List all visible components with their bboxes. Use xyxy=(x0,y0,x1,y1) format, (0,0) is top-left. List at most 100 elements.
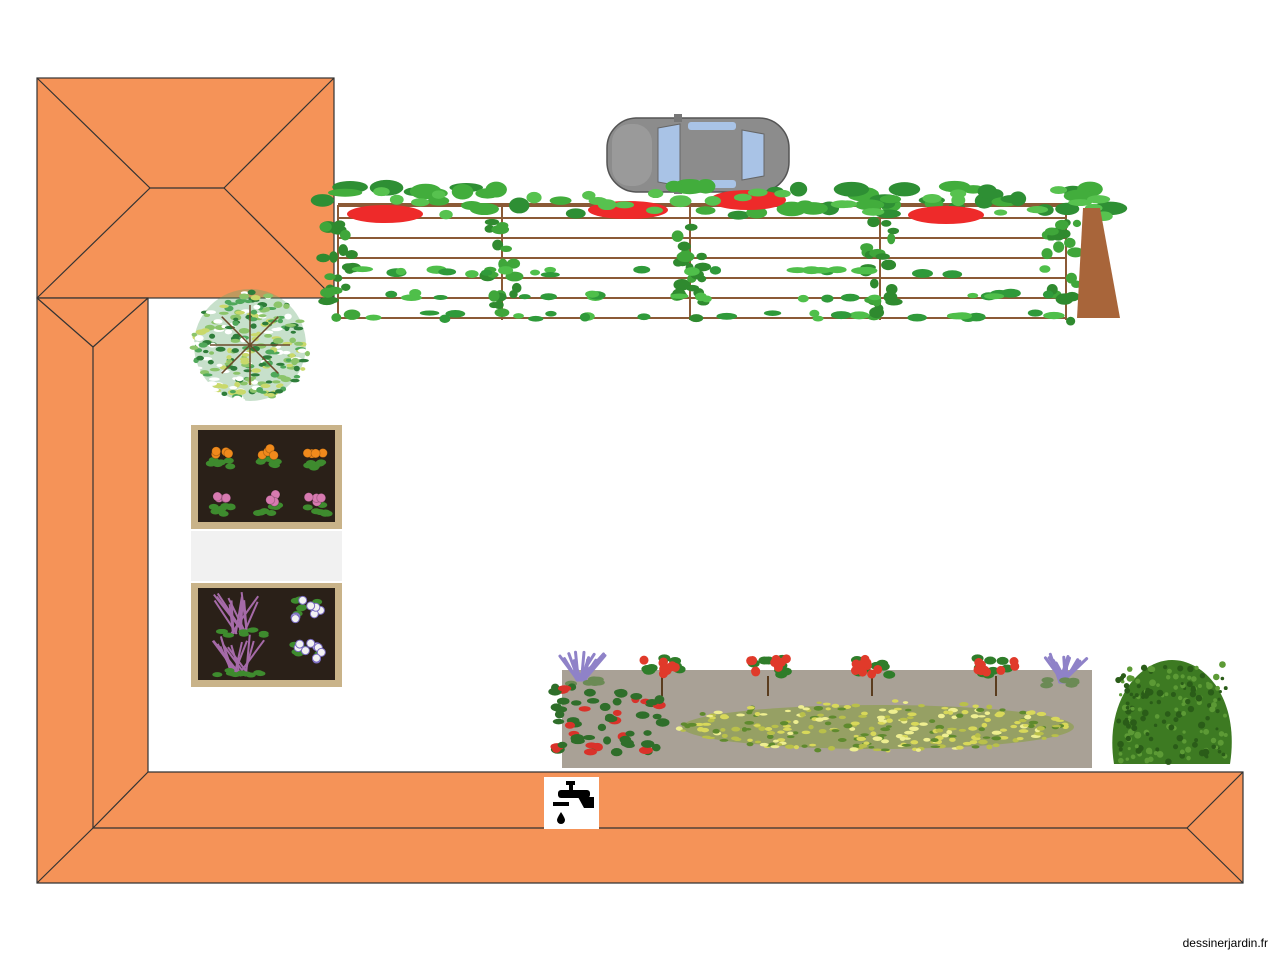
olive-leaf xyxy=(226,359,233,363)
vine-leaf xyxy=(676,251,695,263)
water-tap-icon[interactable] xyxy=(544,777,599,829)
olive-leaf xyxy=(208,377,220,381)
vine-leaf xyxy=(1053,241,1065,253)
olive-leaf xyxy=(250,323,257,329)
olive-leaf xyxy=(275,389,284,394)
olive-leaf xyxy=(202,349,209,354)
vine-leaf xyxy=(907,313,927,322)
olive-leaf xyxy=(284,313,292,320)
olive-leaf xyxy=(273,301,283,308)
planter-bottom[interactable] xyxy=(191,583,342,687)
vine-leaf xyxy=(671,230,684,242)
canopy-leaf xyxy=(789,181,808,197)
canopy-leaf xyxy=(833,181,870,197)
vine-leaf xyxy=(320,287,336,298)
vine-leaf xyxy=(686,284,700,292)
canopy-leaf xyxy=(977,184,997,199)
canopy-leaf xyxy=(373,187,390,197)
canopy-leaf xyxy=(646,206,663,215)
vine-leaf xyxy=(911,269,933,278)
olive-leaf xyxy=(290,378,300,383)
olive-leaf xyxy=(238,328,250,334)
vine-leaf xyxy=(351,266,374,273)
olive-leaf xyxy=(209,333,216,339)
vine-leaf xyxy=(331,313,342,322)
olive-leaf xyxy=(205,310,216,315)
vine-leaf xyxy=(544,266,557,274)
vine-leaf xyxy=(500,245,512,253)
vine-leaf xyxy=(480,269,493,276)
vine-leaf xyxy=(885,298,903,306)
canopy-leaf xyxy=(669,195,692,208)
olive-leaf xyxy=(226,302,238,306)
olive-leaf xyxy=(200,328,210,333)
vine-leaf xyxy=(1041,248,1053,260)
olive-leaf xyxy=(229,390,236,394)
espalier-tree[interactable] xyxy=(1077,208,1120,318)
vine-leaf xyxy=(511,282,522,293)
olive-tree[interactable] xyxy=(188,289,311,405)
lavender xyxy=(1040,652,1089,689)
vine-leaf xyxy=(860,243,874,253)
vine-leaf xyxy=(419,310,440,316)
olive-leaf xyxy=(294,341,304,346)
pink-flower xyxy=(208,491,236,517)
vine-leaf xyxy=(984,293,1005,300)
vine-leaf xyxy=(821,294,834,303)
espalier-trellis[interactable] xyxy=(310,178,1128,326)
vine-leaf xyxy=(343,309,361,320)
vine-leaf xyxy=(673,278,691,291)
canopy-leaf xyxy=(795,200,815,212)
gravel-flower-bed[interactable] xyxy=(548,650,1092,768)
canopy-leaf xyxy=(733,193,752,202)
olive-leaf xyxy=(207,359,214,365)
olive-leaf xyxy=(263,293,274,299)
vine-leaf xyxy=(684,267,700,276)
olive-leaf xyxy=(276,362,285,366)
canopy-leaf xyxy=(854,199,885,211)
olive-leaf xyxy=(215,346,226,352)
olive-leaf xyxy=(276,375,287,380)
vine-leaf xyxy=(488,290,500,302)
olive-leaf xyxy=(295,319,305,324)
vine-leaf xyxy=(952,312,973,320)
canopy-leaf xyxy=(588,197,608,206)
vine-leaf xyxy=(1044,227,1059,236)
house-roof[interactable] xyxy=(36,77,1244,884)
vine-leaf xyxy=(887,227,900,235)
canopy-leaf xyxy=(727,210,750,220)
olive-leaf xyxy=(239,381,248,386)
canopy-leaf xyxy=(837,200,857,208)
vine-leaf xyxy=(684,223,698,231)
olive-leaf xyxy=(293,365,300,372)
olive-leaf xyxy=(235,298,245,305)
olive-leaf xyxy=(209,367,220,372)
olive-leaf xyxy=(263,330,274,334)
vine-leaf xyxy=(334,220,346,229)
olive-leaf xyxy=(209,387,219,392)
boxwood-shrub[interactable] xyxy=(1112,660,1232,765)
olive-leaf xyxy=(231,348,239,353)
white-flower xyxy=(290,595,325,624)
olive-leaf xyxy=(230,365,238,371)
canopy-leaf xyxy=(665,180,683,193)
vine-leaf xyxy=(812,315,824,322)
olive-leaf xyxy=(194,335,204,342)
olive-leaf xyxy=(201,356,213,361)
canopy-leaf xyxy=(582,190,596,200)
olive-leaf xyxy=(208,351,215,355)
olive-leaf xyxy=(250,295,261,301)
vine-leaf xyxy=(1055,219,1069,231)
car[interactable] xyxy=(606,114,790,194)
lavender xyxy=(558,650,607,687)
planter-top[interactable] xyxy=(191,425,342,529)
olive-leaf xyxy=(297,358,309,363)
orange-flower xyxy=(255,443,282,469)
olive-leaf xyxy=(234,381,241,388)
vine-leaf xyxy=(496,221,509,230)
canopy-leaf xyxy=(549,196,572,205)
olive-leaf xyxy=(216,363,223,367)
olive-leaf xyxy=(271,380,281,384)
olive-leaf xyxy=(235,376,244,382)
olive-leaf xyxy=(265,349,275,355)
